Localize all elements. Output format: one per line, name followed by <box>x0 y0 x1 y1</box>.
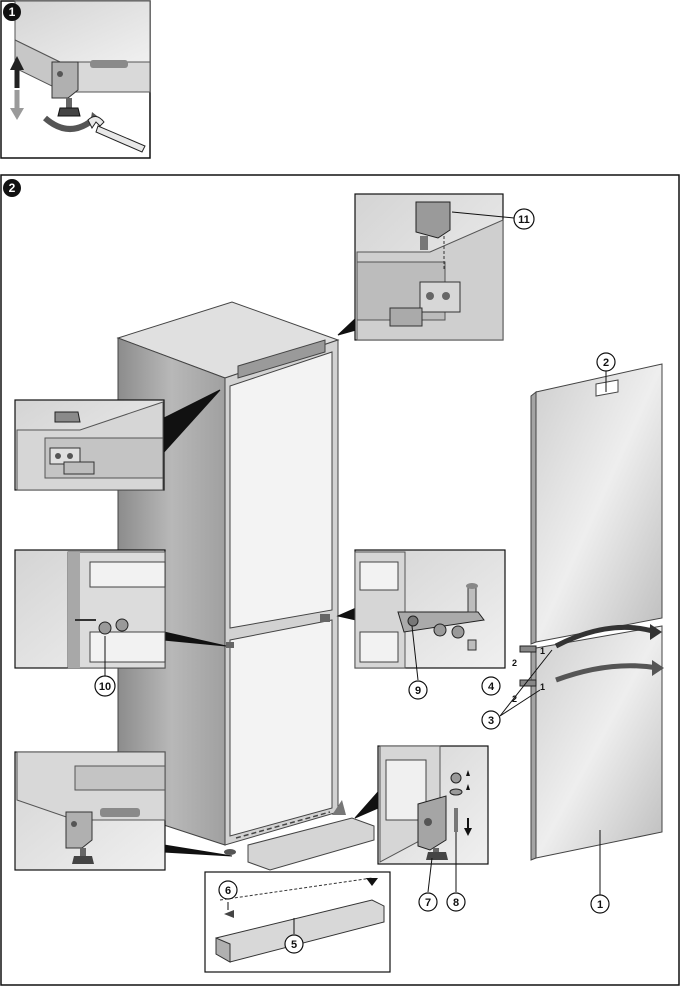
step-label-1: 1 <box>9 5 16 19</box>
callout-label-10: 10 <box>99 681 111 693</box>
callout-11: 11 <box>514 209 534 229</box>
step2-panel <box>1 175 679 985</box>
callout-label-7: 7 <box>425 897 431 909</box>
callout-4: 4 <box>482 677 500 695</box>
callout-1: 1 <box>591 895 609 913</box>
step-label-2: 2 <box>9 181 16 195</box>
callout-label-8: 8 <box>453 897 459 909</box>
callout-label-2: 2 <box>603 357 609 369</box>
callout-5: 5 <box>285 935 303 953</box>
hinge-mark-upper-2: 2 <box>512 658 517 668</box>
inset-middle-hinge <box>355 550 505 680</box>
callout-label-4: 4 <box>488 681 495 693</box>
step-badge-2: 2 <box>3 179 21 197</box>
callout-6: 6 <box>219 881 237 899</box>
inset-top-left <box>15 400 164 490</box>
hinge-mark-upper-1: 1 <box>540 646 545 656</box>
callout-8: 8 <box>447 893 465 911</box>
step-badge-1: 1 <box>3 3 21 21</box>
callout-label-9: 9 <box>415 685 421 697</box>
step1-panel <box>1 1 150 158</box>
callout-2: 2 <box>597 353 615 371</box>
inset-middle-left <box>15 550 165 676</box>
callout-7: 7 <box>419 893 437 911</box>
hinge-mark-lower-1: 1 <box>540 682 545 692</box>
callout-label-1: 1 <box>597 899 603 911</box>
hinge-mark-lower-2: 2 <box>512 694 517 704</box>
callout-9: 9 <box>409 681 427 699</box>
callout-label-3: 3 <box>488 715 494 727</box>
callout-10: 10 <box>95 676 115 696</box>
inset-top-hinge <box>355 194 514 340</box>
inset-bottom-left <box>15 752 165 870</box>
callout-label-11: 11 <box>518 214 530 226</box>
callout-label-6: 6 <box>225 885 231 897</box>
callout-label-5: 5 <box>291 939 297 951</box>
callout-3: 3 <box>482 711 500 729</box>
